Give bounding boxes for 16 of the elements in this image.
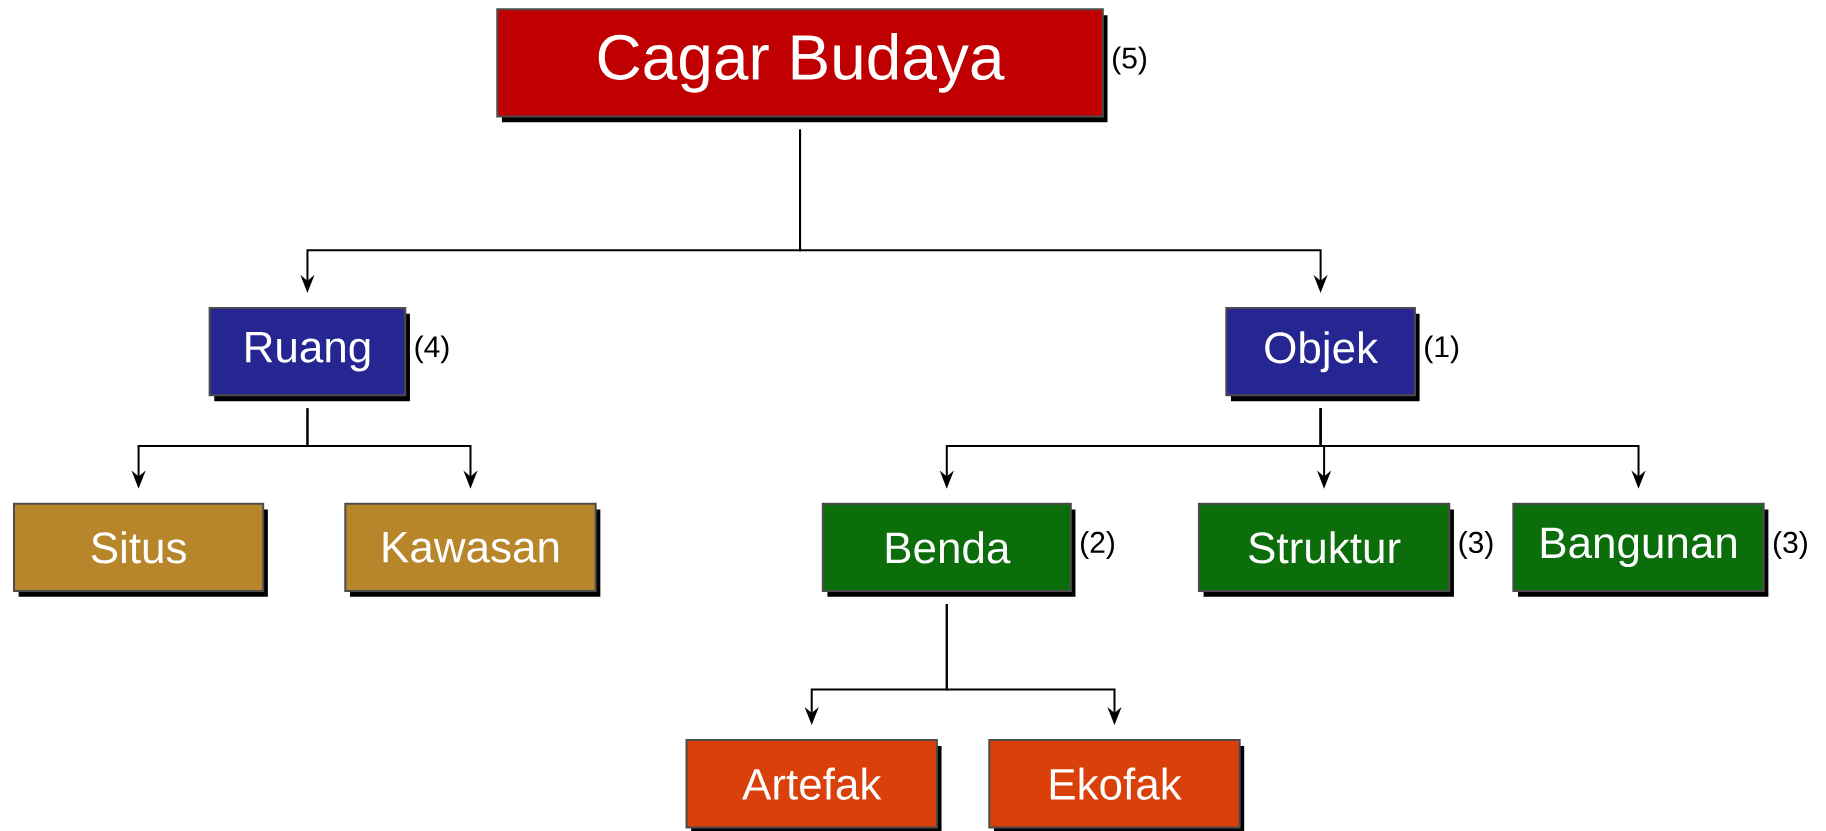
process-box: Situs: [13, 502, 268, 597]
number-label: (1): [1425, 335, 1459, 364]
process-box: Ekofak: [988, 738, 1245, 831]
process-box: Benda: [821, 502, 1076, 597]
number-label: (5): [1113, 46, 1146, 75]
process-box: Kawasan: [344, 502, 601, 597]
process-box: Ruang: [208, 306, 410, 401]
process-box: Struktur: [1197, 502, 1454, 597]
process-box: Cagar Budaya: [496, 8, 1108, 123]
number-label: (4): [415, 335, 449, 364]
process-box: Objek: [1225, 306, 1420, 401]
process-box: Bangunan: [1512, 502, 1769, 597]
number-label: (3): [1773, 530, 1807, 559]
number-label: (3): [1459, 530, 1493, 559]
process-box: Artefak: [685, 738, 942, 831]
number-label: (2): [1081, 530, 1114, 559]
